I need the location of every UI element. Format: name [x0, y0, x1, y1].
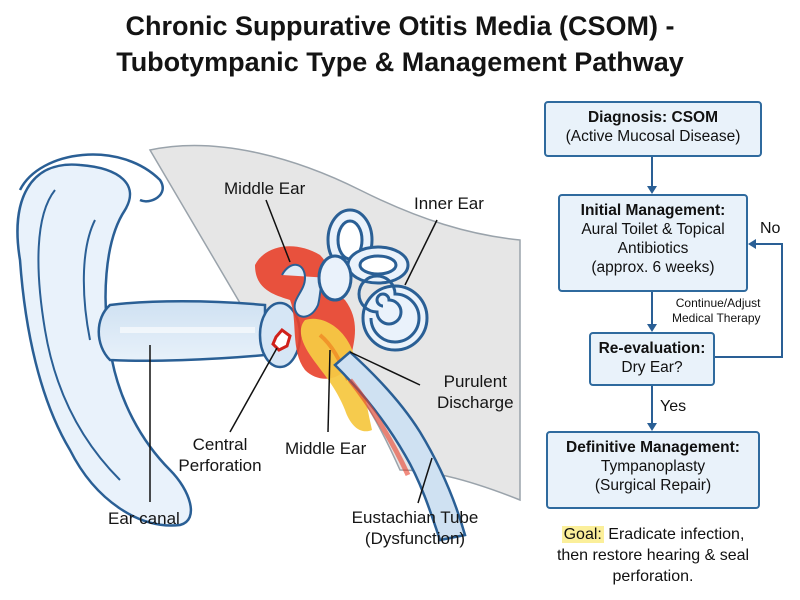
goal-line-3: perforation.: [612, 568, 694, 585]
box-definitive-line-2: (Surgical Repair): [594, 477, 712, 494]
diagram-title: Chronic Suppurative Otitis Media (CSOM) …: [0, 8, 800, 80]
box-initial-line-3: (approx. 6 weeks): [591, 259, 715, 276]
box-initial-line-2: Antibiotics: [617, 240, 689, 257]
box-reevaluation-heading: Re-evaluation:: [598, 340, 706, 357]
leader-eustachian: [417, 457, 433, 504]
loop-note-line-1: Continue/Adjust: [675, 296, 761, 310]
auricle-rim: [37, 189, 121, 481]
title-line-2: Tubotympanic Type & Management Pathway: [116, 47, 684, 77]
leader-purulent: [349, 351, 421, 386]
label-middle-ear-top: Middle Ear: [224, 179, 306, 198]
label-middle-ear-bottom: Middle Ear: [285, 439, 367, 458]
box-diagnosis-heading: Diagnosis: CSOM: [587, 109, 719, 126]
flow-arrowhead: [647, 324, 657, 332]
box-definitive-heading: Definitive Management:: [566, 439, 740, 456]
box-initial-management: Initial Management: Aural Toilet & Topic…: [558, 194, 748, 292]
box-diagnosis: Diagnosis: CSOM (Active Mucosal Disease): [544, 101, 762, 157]
loop-note: Continue/Adjust Medical Therapy: [672, 296, 761, 326]
label-eustachian-line-1: Eustachian Tube: [351, 508, 479, 527]
flow-arrowhead: [647, 186, 657, 194]
label-eustachian-tube: Eustachian Tube (Dysfunction): [340, 507, 490, 549]
leader-perforation: [229, 347, 278, 433]
label-purulent-line-2: Discharge: [437, 393, 514, 412]
central-perforation: [271, 327, 292, 352]
label-purulent-discharge: Purulent Discharge: [437, 371, 514, 413]
flow-arrow: [715, 243, 783, 358]
leader-inner-ear: [404, 219, 438, 286]
goal-line-2: then restore hearing & seal: [556, 547, 750, 564]
inner-ear: [317, 208, 429, 352]
label-eustachian-line-2: (Dysfunction): [364, 529, 466, 548]
goal-line-1: Goal: Eradicate infection,: [544, 524, 762, 545]
box-initial-line-1: Aural Toilet & Topical: [581, 221, 725, 238]
box-diagnosis-line: (Active Mucosal Disease): [565, 128, 741, 145]
label-ear-canal: Ear canal: [108, 509, 180, 528]
loop-note-line-2: Medical Therapy: [672, 311, 761, 325]
box-definitive-line-1: Tympanoplasty: [600, 458, 706, 475]
purulent-discharge: [300, 318, 372, 432]
label-inner-ear: Inner Ear: [414, 194, 484, 213]
title-line-1: Chronic Suppurative Otitis Media (CSOM) …: [125, 11, 675, 41]
eustachian-tube: [333, 350, 467, 542]
label-purulent-line-1: Purulent: [443, 372, 507, 391]
box-initial-heading: Initial Management:: [580, 202, 726, 219]
box-reevaluation: Re-evaluation: Dry Ear?: [589, 332, 715, 386]
box-reevaluation-line: Dry Ear?: [621, 359, 683, 376]
auricle-inner-fold: [82, 219, 96, 341]
helix: [18, 153, 164, 203]
label-perforation-line-2: Perforation: [178, 456, 262, 475]
leader-middle-ear-bottom: [327, 349, 331, 433]
flow-arrowhead: [647, 423, 657, 431]
label-yes: Yes: [660, 398, 687, 415]
goal-text-1: Eradicate infection,: [603, 526, 745, 543]
label-no: No: [760, 220, 781, 237]
label-perforation-line-1: Central: [192, 435, 248, 454]
flow-arrowhead: [748, 239, 756, 249]
goal-keyword: Goal:: [561, 526, 604, 543]
box-definitive-management: Definitive Management: Tympanoplasty (Su…: [546, 431, 760, 509]
leader-middle-ear-top: [265, 199, 291, 263]
label-central-perforation: Central Perforation: [170, 434, 270, 476]
goal-statement: Goal: Eradicate infection, then restore …: [544, 524, 762, 587]
